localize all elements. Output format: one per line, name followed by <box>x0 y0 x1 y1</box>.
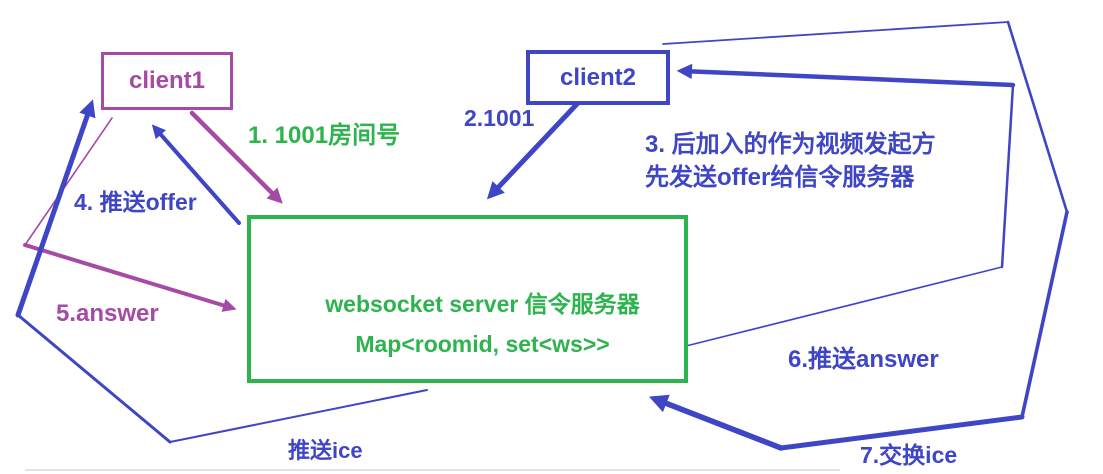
label-step3-line1: 3. 后加入的作为视频发起方 <box>645 131 936 158</box>
label-step3-line2: 先发送offer给信令服务器 <box>645 164 915 191</box>
arrow-6-push-answer-tail <box>685 266 1003 347</box>
label-step6-push-answer: 6.推送answer <box>788 346 939 373</box>
arrow-5-answer-tail <box>24 117 113 246</box>
arrow-7-exchange-ice-seg3 <box>1020 210 1069 419</box>
label-step7-exchange-ice: 7.交换ice <box>860 442 958 468</box>
label-step5-answer: 5.answer <box>56 300 159 327</box>
arrow-4-push-offer <box>151 124 241 225</box>
arrow-7-exchange-ice-tail <box>662 21 1009 45</box>
arrow-push-ice-mid <box>16 313 172 444</box>
websocket-server-node: websocket server 信令服务器 Map<roomid, set<w… <box>247 215 688 383</box>
client1-node: client1 <box>101 52 233 110</box>
arrow-6-push-answer-mid <box>1000 83 1015 269</box>
arrow-push-ice-tail <box>169 389 428 443</box>
arrow-7-exchange-ice <box>648 394 784 451</box>
arrow-push-ice-to-client1 <box>15 99 96 318</box>
client2-label: client2 <box>559 63 637 91</box>
server-map-structure: Map<roomid, set<ws>> <box>355 331 610 357</box>
server-title: websocket server 信令服务器 <box>325 291 640 317</box>
label-push-ice: 推送ice <box>288 438 363 463</box>
arrow-2-join-1001 <box>486 101 580 200</box>
arrow-1-send-room-number <box>189 110 283 204</box>
arrow-7-exchange-ice-seg4 <box>778 414 1025 451</box>
arrow-6-push-answer <box>676 63 1016 88</box>
label-step2-1001: 2.1001 <box>464 105 535 131</box>
client1-label: client1 <box>128 67 206 94</box>
label-step3-offer-note: 3. 后加入的作为视频发起方 先发送offer给信令服务器 <box>645 128 936 194</box>
arrow-7-exchange-ice-seg2 <box>1006 20 1069 214</box>
client2-node: client2 <box>526 50 670 105</box>
label-step1-room-number: 1. 1001房间号 <box>248 122 401 149</box>
label-step4-push-offer: 4. 推送offer <box>74 189 197 215</box>
arrow-5-answer <box>23 243 237 312</box>
